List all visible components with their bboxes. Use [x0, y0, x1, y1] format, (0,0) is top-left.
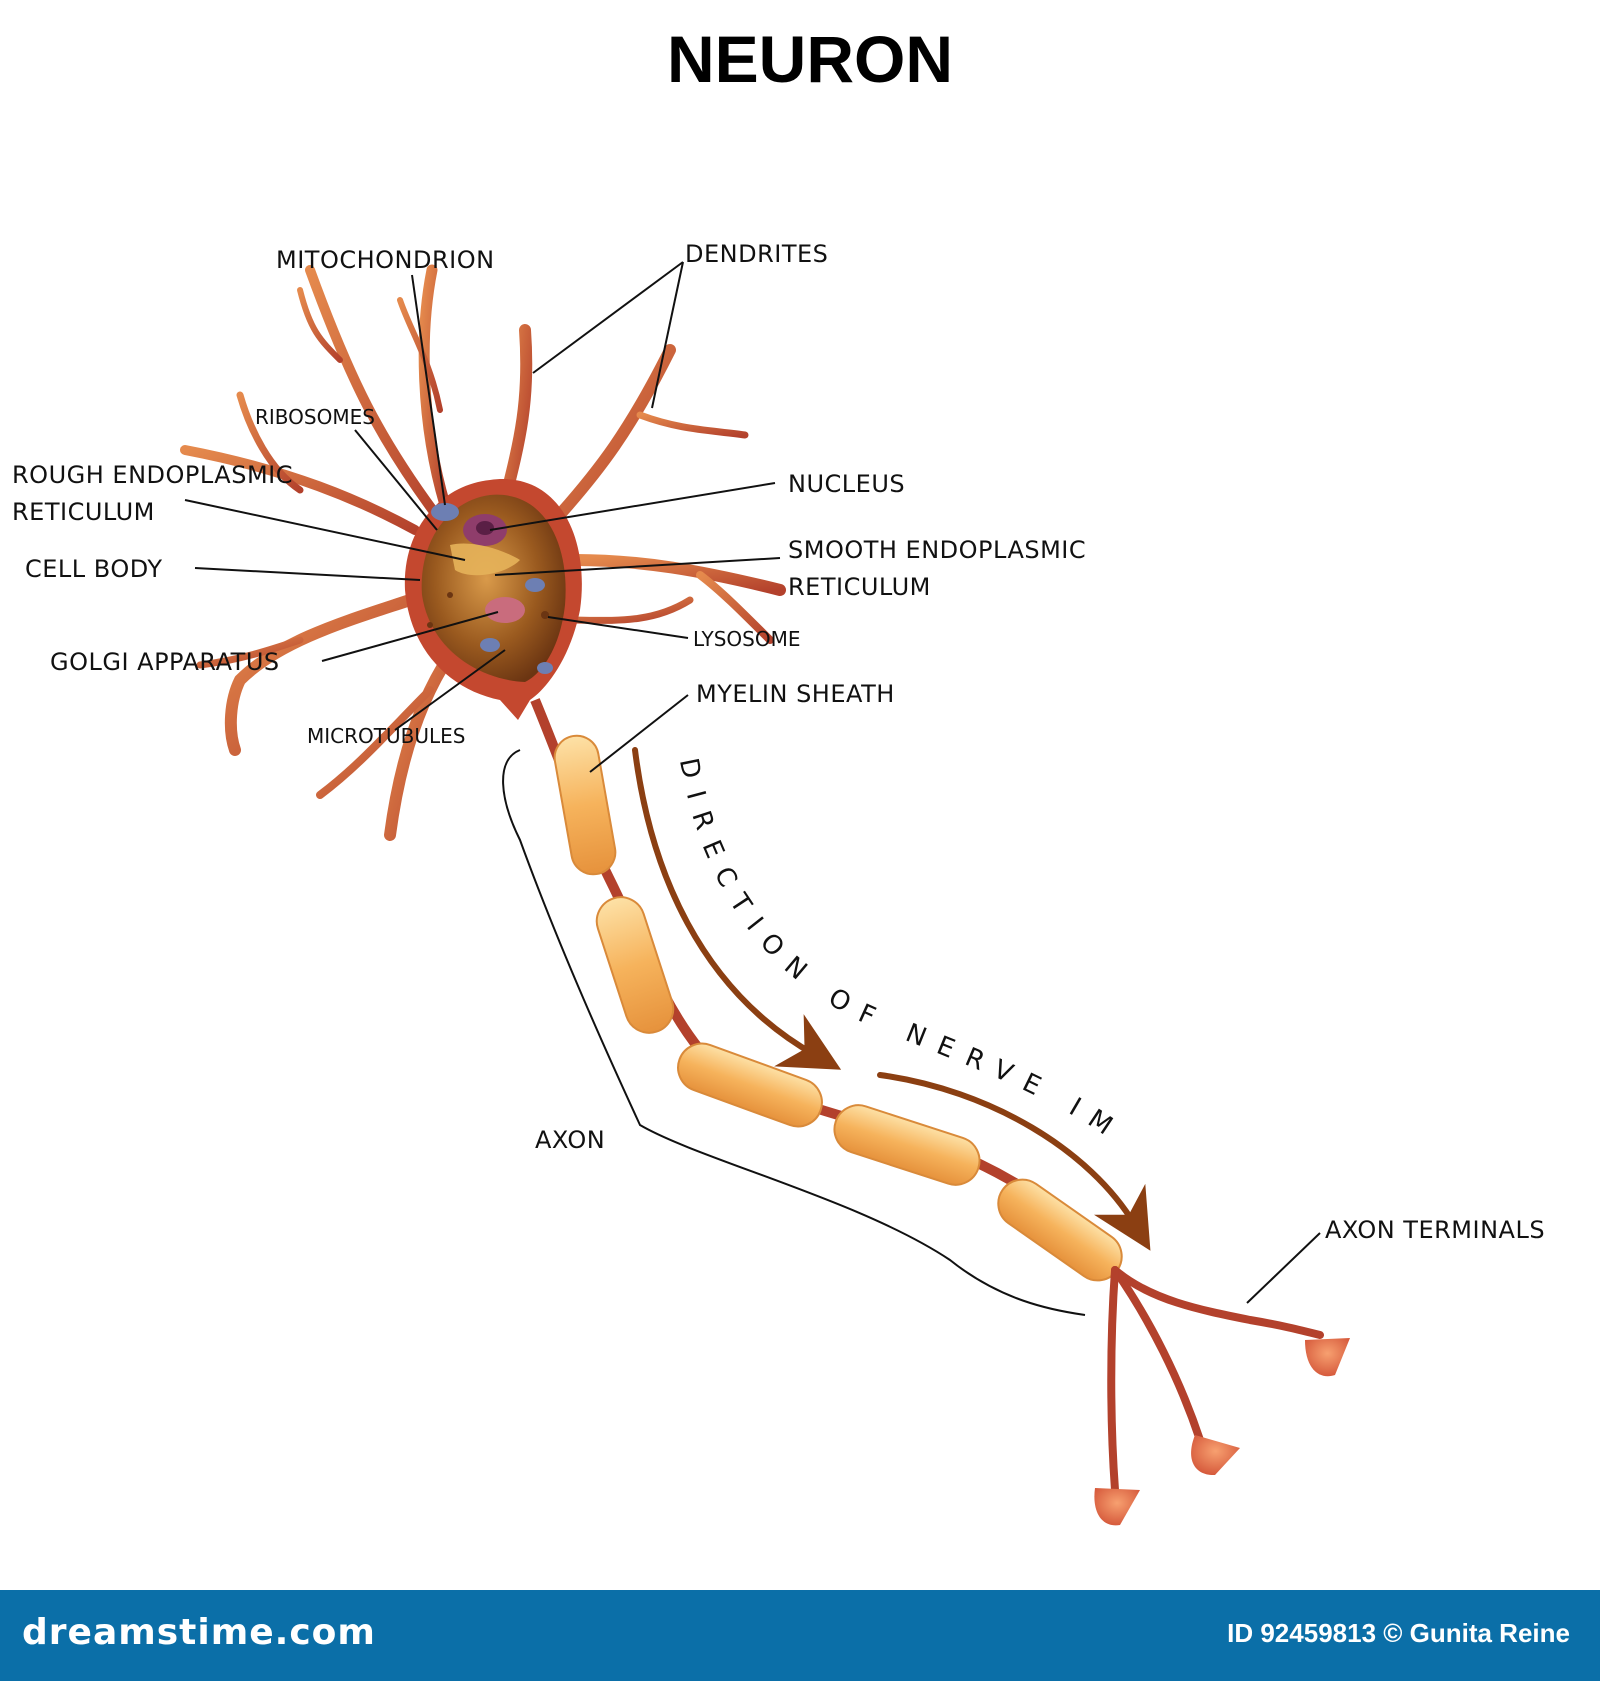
dendrite: [224, 594, 416, 756]
dendrite: [397, 297, 443, 413]
cell-body: [404, 479, 582, 720]
axon-terminals-group: [1107, 1266, 1324, 1494]
axon-terminal-knob: [1094, 1488, 1140, 1526]
label-myelin-sheath: MYELIN SHEATH: [696, 680, 895, 708]
dendrite: [569, 554, 786, 596]
dendrite: [316, 686, 434, 799]
myelin-segment: [833, 1104, 981, 1186]
dendrites-group: [180, 264, 786, 841]
impulse-arrows: [632, 747, 1151, 1251]
watermark-footer: dreamstime.com ID 92459813 © Gunita Rein…: [0, 1590, 1600, 1681]
axon-terminal-knob: [1305, 1338, 1350, 1377]
dendrite: [561, 596, 694, 624]
dendrite: [196, 636, 304, 669]
label-mitochondrion: MITOCHONDRION: [276, 246, 495, 274]
brand-logo: dreamstime.com: [22, 1612, 376, 1653]
mitochondrion-shape: [431, 503, 459, 521]
label-golgi: GOLGI APPARATUS: [50, 648, 280, 676]
label-cell-body: CELL BODY: [25, 555, 163, 583]
label-axon-terminals: AXON TERMINALS: [1325, 1216, 1545, 1244]
label-rough-er-2: RETICULUM: [12, 498, 155, 526]
myelin-segment: [677, 1042, 823, 1128]
leader-lines: [184, 261, 1321, 1304]
label-lysosome: LYSOSOME: [693, 627, 800, 651]
label-axon: AXON: [535, 1126, 605, 1154]
impulse-arrow: [877, 1072, 1151, 1251]
label-smooth-er-2: RETICULUM: [788, 573, 931, 601]
diagram-title: NEURON: [667, 22, 953, 96]
dendrite: [696, 571, 774, 644]
neuron-diagram: NEURON: [0, 0, 1545, 1526]
dendrite: [549, 344, 676, 526]
image-credit: ID 92459813 © Gunita Reine: [1227, 1618, 1570, 1648]
axon-terminal-knob: [1191, 1435, 1240, 1476]
label-microtubules: MICROTUBULES: [307, 724, 465, 748]
dendrite: [297, 287, 343, 363]
lysosome-shape: [541, 611, 549, 619]
myelin-segment: [595, 896, 675, 1034]
label-ribosomes: RIBOSOMES: [255, 405, 375, 429]
label-nucleus: NUCLEUS: [788, 470, 905, 498]
dendrite: [636, 411, 749, 439]
dendrite: [499, 324, 533, 506]
dendrite: [384, 649, 456, 841]
label-dendrites: DENDRITES: [685, 240, 828, 268]
axon-bracket: [502, 749, 1086, 1316]
golgi-shape: [485, 597, 525, 623]
myelin-sheath: [553, 734, 1123, 1282]
label-smooth-er-1: SMOOTH ENDOPLASMIC: [788, 536, 1086, 564]
myelin-segment: [553, 734, 617, 876]
dendrite: [418, 264, 451, 511]
rough-er-shape: [450, 543, 520, 576]
dendrite: [236, 391, 304, 494]
impulse-arrow: [632, 747, 842, 1070]
label-rough-er-1: ROUGH ENDOPLASMIC: [12, 461, 293, 489]
terminal-knobs: [1094, 1338, 1350, 1526]
dendrite: [305, 265, 445, 525]
dendrite: [180, 445, 420, 535]
